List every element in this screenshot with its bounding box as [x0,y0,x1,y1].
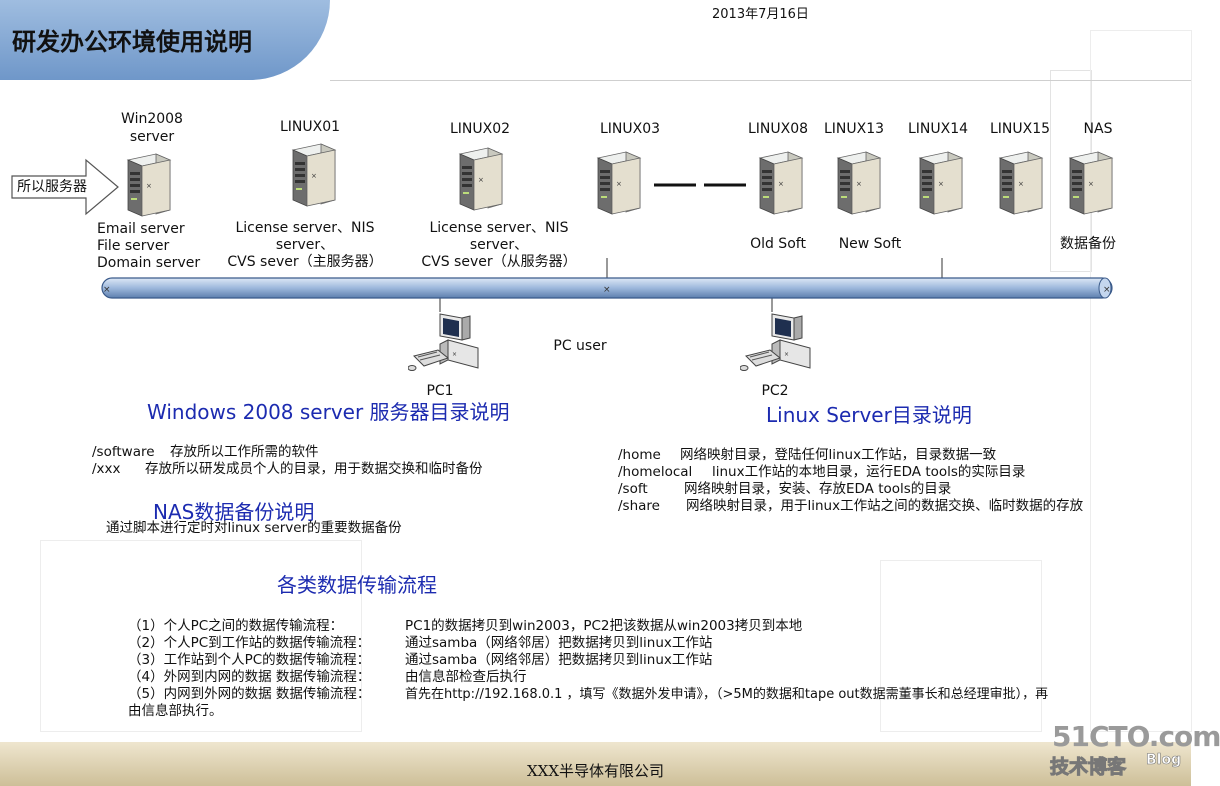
server-name: LINUX01 [279,119,341,135]
server-tower-icon [992,148,1048,216]
server-name: LINUX08 [747,121,809,137]
transfer-step-label: （5）内网到外网的数据 数据传输流程： [128,686,371,702]
windows-dir-path: /xxx [92,461,121,477]
server-name: NAS [1083,121,1113,137]
linux-dir-path: /homelocal [618,464,693,480]
server-tower-icon [590,148,646,216]
server-tower-icon [912,148,968,216]
server-tower-icon [752,148,808,216]
transfer-step-desc: 通过samba（网络邻居）把数据拷贝到linux工作站 [405,652,713,668]
transfer-step-desc: 由信息部检查后执行 [405,669,527,685]
transfer-section-title: 各类数据传输流程 [277,573,437,597]
server-description: License server、NIS server、 CVS sever（从服务… [421,220,577,270]
bus-end-cap [1098,277,1112,299]
windows-dir-desc: 存放所以工作所需的软件 [170,444,319,460]
background-decoration [1090,30,1192,732]
linux-dir-path: /soft [618,481,648,497]
title-banner [0,0,330,80]
desktop-pc-icon [740,310,812,376]
windows-section-title: Windows 2008 server 服务器目录说明 [147,400,510,424]
server-name: LINUX15 [989,121,1051,137]
transfer-step-label: （4）外网到内网的数据 数据传输流程： [128,669,371,685]
desktop-pc-icon [408,310,480,376]
server-tower-icon [830,148,886,216]
network-diagram: × × × [11,158,1113,312]
svg-text:×: × [1103,285,1111,295]
transfer-step-continuation: 由信息部执行。 [128,703,223,719]
server-tower-icon [285,140,341,208]
linux-dir-path: /home [618,447,661,463]
linux-dir-path: /share [618,498,660,514]
windows-dir-path: /software [92,444,155,460]
input-arrow-label: 所以服务器 [17,179,87,195]
background-decoration [40,540,362,732]
date-label: 2013年7月16日 [712,7,809,22]
server-name: LINUX02 [449,121,511,137]
server-name: Win2008 server [121,111,183,145]
watermark-logo: 51CTO.com [1052,720,1220,753]
transfer-step-label: （3）工作站到个人PC的数据传输流程： [128,652,371,668]
nas-section-title: NAS数据备份说明 [153,500,315,524]
svg-text:×: × [103,285,111,295]
server-description: 数据备份 [1060,236,1116,252]
nas-section-desc: 通过脚本进行定时对linux server的重要数据备份 [106,520,402,536]
page-title: 研发办公环境使用说明 [12,28,252,56]
watermark-blog: Blog [1146,752,1182,769]
linux-dir-desc: 网络映射目录，登陆任何linux工作站，目录数据一致 [680,447,997,463]
transfer-step-desc: PC1的数据拷贝到win2003，PC2把该数据从win2003拷贝到本地 [405,618,803,634]
transfer-step-desc: 通过samba（网络邻居）把数据拷贝到linux工作站 [405,635,713,651]
svg-text:×: × [603,285,611,295]
network-bus [101,277,1113,299]
server-description: Old Soft [750,236,806,252]
transfer-step-label: （2）个人PC到工作站的数据传输流程： [128,635,371,651]
linux-dir-desc: 网络映射目录，用于linux工作站之间的数据交换、临时数据的存放 [686,498,1084,514]
server-tower-icon [1062,148,1118,216]
linux-dir-desc: linux工作站的本地目录，运行EDA tools的实际目录 [712,464,1026,480]
company-name: XXX半导体有限公司 [526,762,665,780]
watermark-subtitle: 技术博客 [1049,756,1127,779]
server-name: LINUX14 [907,121,969,137]
server-name: LINUX03 [599,121,661,137]
linux-section-title: Linux Server目录说明 [766,403,972,427]
transfer-step-desc: 首先在http://192.168.0.1 ，填写《数据外发申请》，（>5M的数… [405,687,1049,702]
header-divider [330,80,1191,81]
server-name: LINUX13 [823,121,885,137]
pc-name: PC1 [426,383,454,399]
windows-dir-desc: 存放所以研发成员个人的目录，用于数据交换和临时备份 [145,461,483,477]
pc-user-label: PC user [553,338,607,354]
transfer-step-label: （1）个人PC之间的数据传输流程： [128,618,344,634]
background-decoration [880,560,1042,732]
server-description: New Soft [838,236,902,252]
pc-name: PC2 [761,383,789,399]
server-description: License server、NIS server、 CVS sever（主服务… [227,220,383,270]
server-tower-icon [120,150,176,218]
server-tower-icon [452,144,508,212]
footer-bar [0,742,1191,786]
server-description: Email server File server Domain server [97,221,201,271]
input-arrow [11,158,119,216]
linux-dir-desc: 网络映射目录，安装、存放EDA tools的目录 [684,481,952,497]
